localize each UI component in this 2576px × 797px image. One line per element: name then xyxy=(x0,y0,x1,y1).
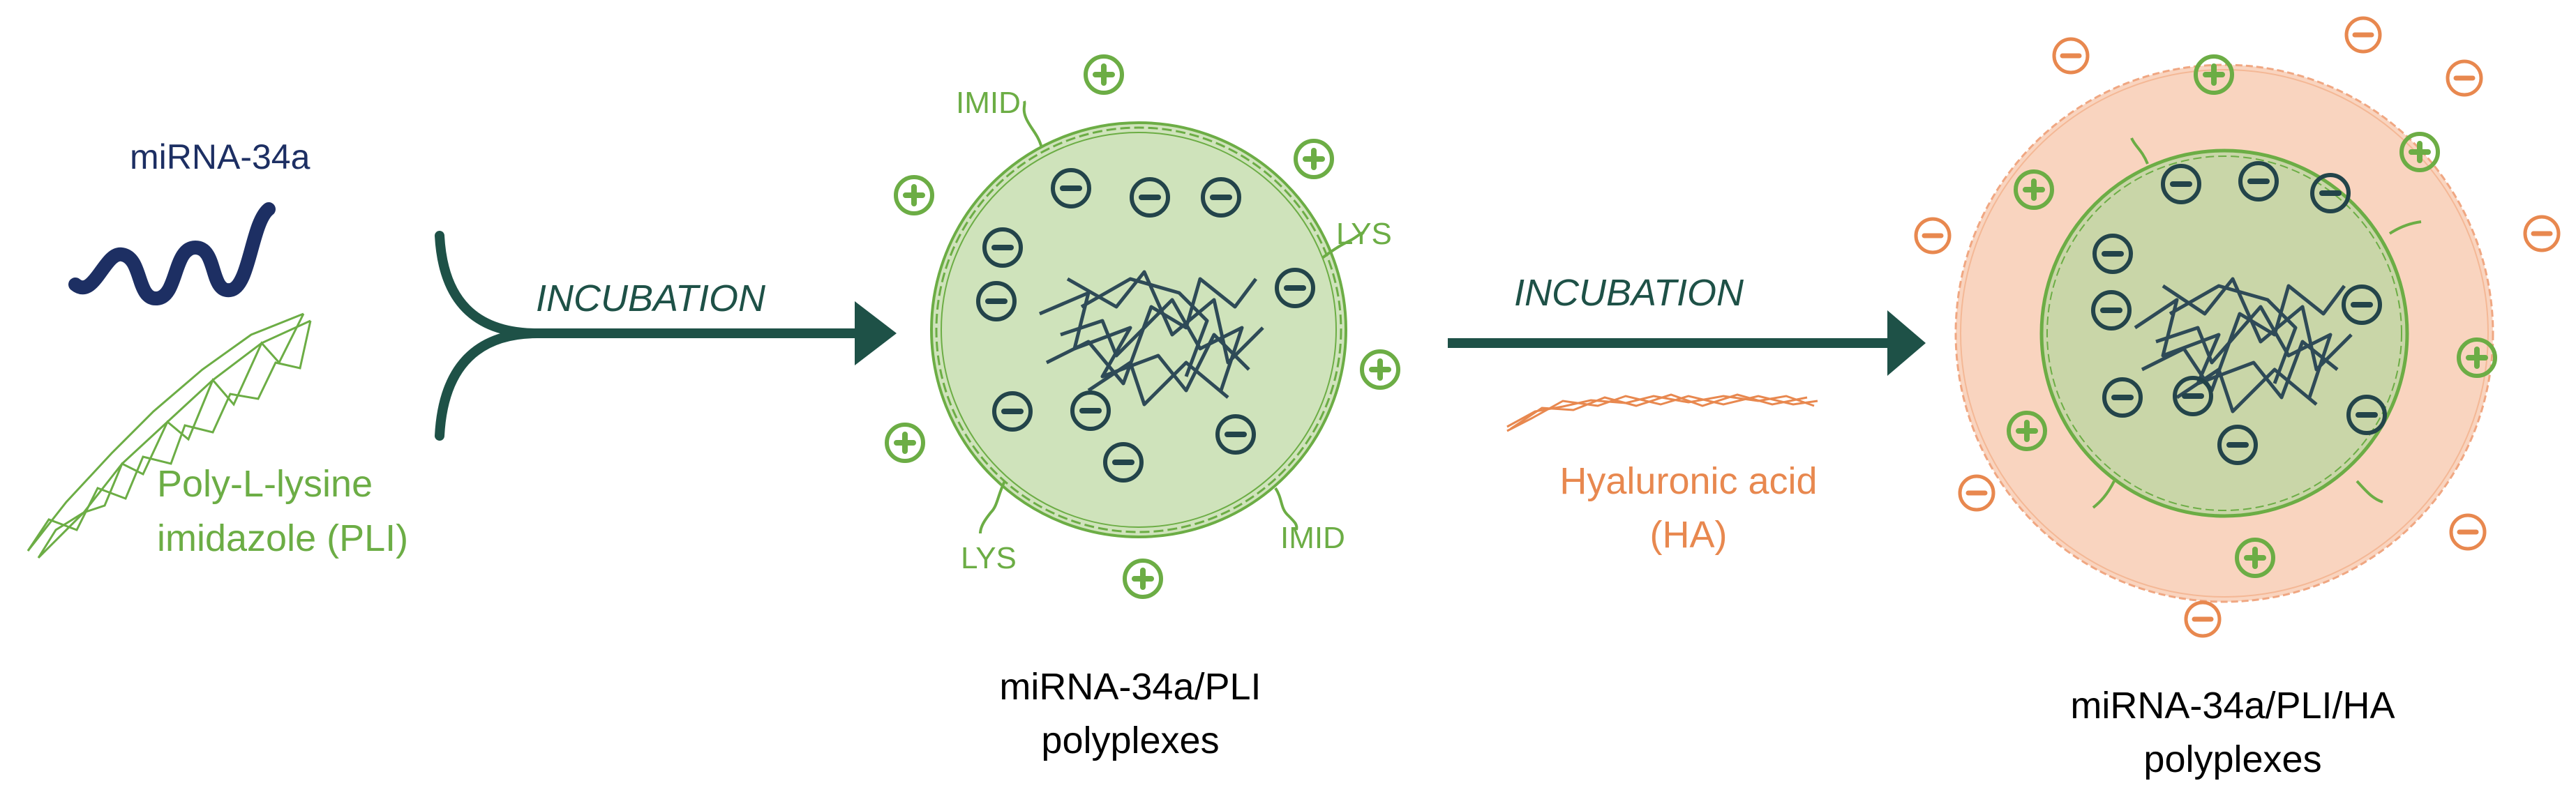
arrowhead-icon xyxy=(1887,310,1926,376)
minus-charge-icon xyxy=(1070,390,1111,431)
minus-charge-icon xyxy=(982,227,1023,268)
minus-charge-icon xyxy=(2446,59,2483,97)
arrowhead-icon xyxy=(855,301,897,365)
minus-charge-icon xyxy=(2091,290,2132,331)
minus-charge-icon xyxy=(992,391,1033,432)
minus-charge-icon xyxy=(2052,37,2090,75)
polyplex2-caption-line1: miRNA-34a/PLI/HA xyxy=(2070,685,2395,727)
mirna-strand-icon xyxy=(68,202,276,305)
minus-charge-icon xyxy=(1914,217,1952,255)
ha-coating-edge-inner xyxy=(1960,69,2489,598)
minus-charge-icon xyxy=(2092,234,2133,274)
sidechain xyxy=(2092,480,2116,509)
step2-label: INCUBATION xyxy=(1514,272,1744,314)
plus-charge-icon xyxy=(2399,132,2440,172)
plus-charge-icon xyxy=(2235,538,2275,578)
minus-charge-icon xyxy=(1103,442,1144,483)
ha-label-line2: (HA) xyxy=(1650,514,1728,556)
minus-charge-icon xyxy=(976,281,1017,321)
polyplex1-caption-line2: polyplexes xyxy=(1041,720,1219,761)
mirna-label: miRNA-34a xyxy=(130,137,310,176)
pli-polymer-icon xyxy=(27,312,312,559)
polyplex1-shell-inner xyxy=(941,132,1337,528)
minus-charge-icon xyxy=(1958,474,1995,512)
minus-charge-icon xyxy=(1051,168,1091,208)
polyplex2-group: miRNA-34a/PLI/HA polyplexes xyxy=(1914,16,2561,780)
reactants-group: miRNA-34a Poly-L-lysine imidazole (PLI) xyxy=(27,137,408,559)
imid-sidechain-bottom xyxy=(1274,487,1298,531)
plus-charge-icon xyxy=(1294,139,1334,179)
minus-charge-icon xyxy=(2342,284,2382,325)
plus-charge-icon xyxy=(894,175,934,215)
plus-charge-icon xyxy=(2194,54,2234,95)
minus-charge-icon xyxy=(2217,425,2258,465)
minus-charge-icon xyxy=(2173,376,2213,416)
polyplex1-group: IMID LYS LYS IMID miRNA-34a/PLI polyplex… xyxy=(885,54,1400,761)
plus-charge-icon xyxy=(2007,411,2047,451)
minus-charge-icon xyxy=(2346,395,2387,435)
polyplex2-core xyxy=(2042,151,2407,516)
imid-sidechain-top xyxy=(1022,100,1043,149)
minus-charge-icon xyxy=(2310,173,2351,213)
minus-charge-icon xyxy=(2161,164,2201,204)
polyplex1-shell-mesh xyxy=(935,126,1342,533)
polyplex2-core-shell-inner xyxy=(2046,155,2402,511)
plus-charge-icon xyxy=(1360,349,1400,390)
polyplex1-shell-outer xyxy=(930,121,1347,538)
pli-label-line2: imidazole (PLI) xyxy=(157,517,408,559)
minus-charge-icon xyxy=(1275,268,1315,308)
step2-arrow: INCUBATION Hyaluronic acid (HA) xyxy=(1448,272,1926,556)
polyplex2-core-shell xyxy=(2039,149,2409,518)
minus-charge-icon xyxy=(2523,215,2561,252)
lys-label-right: LYS xyxy=(1336,217,1392,251)
minus-charge-icon xyxy=(2449,513,2487,551)
step1-arrow: INCUBATION xyxy=(435,231,897,441)
imid-label-top: IMID xyxy=(956,86,1021,120)
step1-label: INCUBATION xyxy=(536,278,766,319)
sidechain xyxy=(2388,220,2422,235)
polyplex2-mirna-tangle-icon xyxy=(2134,277,2353,413)
minus-charge-icon xyxy=(2238,161,2279,202)
plus-charge-icon xyxy=(885,423,925,463)
lys-sidechain-right xyxy=(1321,231,1365,259)
sidechain xyxy=(2356,480,2383,503)
plus-charge-icon xyxy=(1084,54,1124,95)
sidechain xyxy=(2130,137,2149,165)
ha-polymer-icon xyxy=(1506,393,1818,432)
merge-arrow-icon xyxy=(435,231,863,441)
minus-charge-icon xyxy=(1130,177,1170,218)
minus-charge-icon xyxy=(2184,600,2222,638)
polyplex1-mirna-tangle-icon xyxy=(1039,270,1264,407)
ha-label-line1: Hyaluronic acid xyxy=(1559,460,1817,502)
imid-label-bottom: IMID xyxy=(1280,521,1345,555)
plus-charge-icon xyxy=(1123,559,1163,599)
pli-label-line1: Poly-L-lysine xyxy=(157,463,373,505)
plus-charge-icon xyxy=(2014,169,2054,210)
lys-sidechain-bottom xyxy=(979,480,1006,534)
minus-charge-icon xyxy=(1201,177,1241,218)
lys-label-bottom: LYS xyxy=(961,541,1017,575)
plus-charge-icon xyxy=(2457,337,2497,378)
polyplex1-caption-line1: miRNA-34a/PLI xyxy=(999,666,1261,708)
ha-coating-edge xyxy=(1954,63,2494,603)
minus-charge-icon xyxy=(2344,16,2382,54)
minus-charge-icon xyxy=(1215,414,1256,455)
minus-charge-icon xyxy=(2102,377,2143,418)
polyplex2-caption-line2: polyplexes xyxy=(2143,738,2321,780)
